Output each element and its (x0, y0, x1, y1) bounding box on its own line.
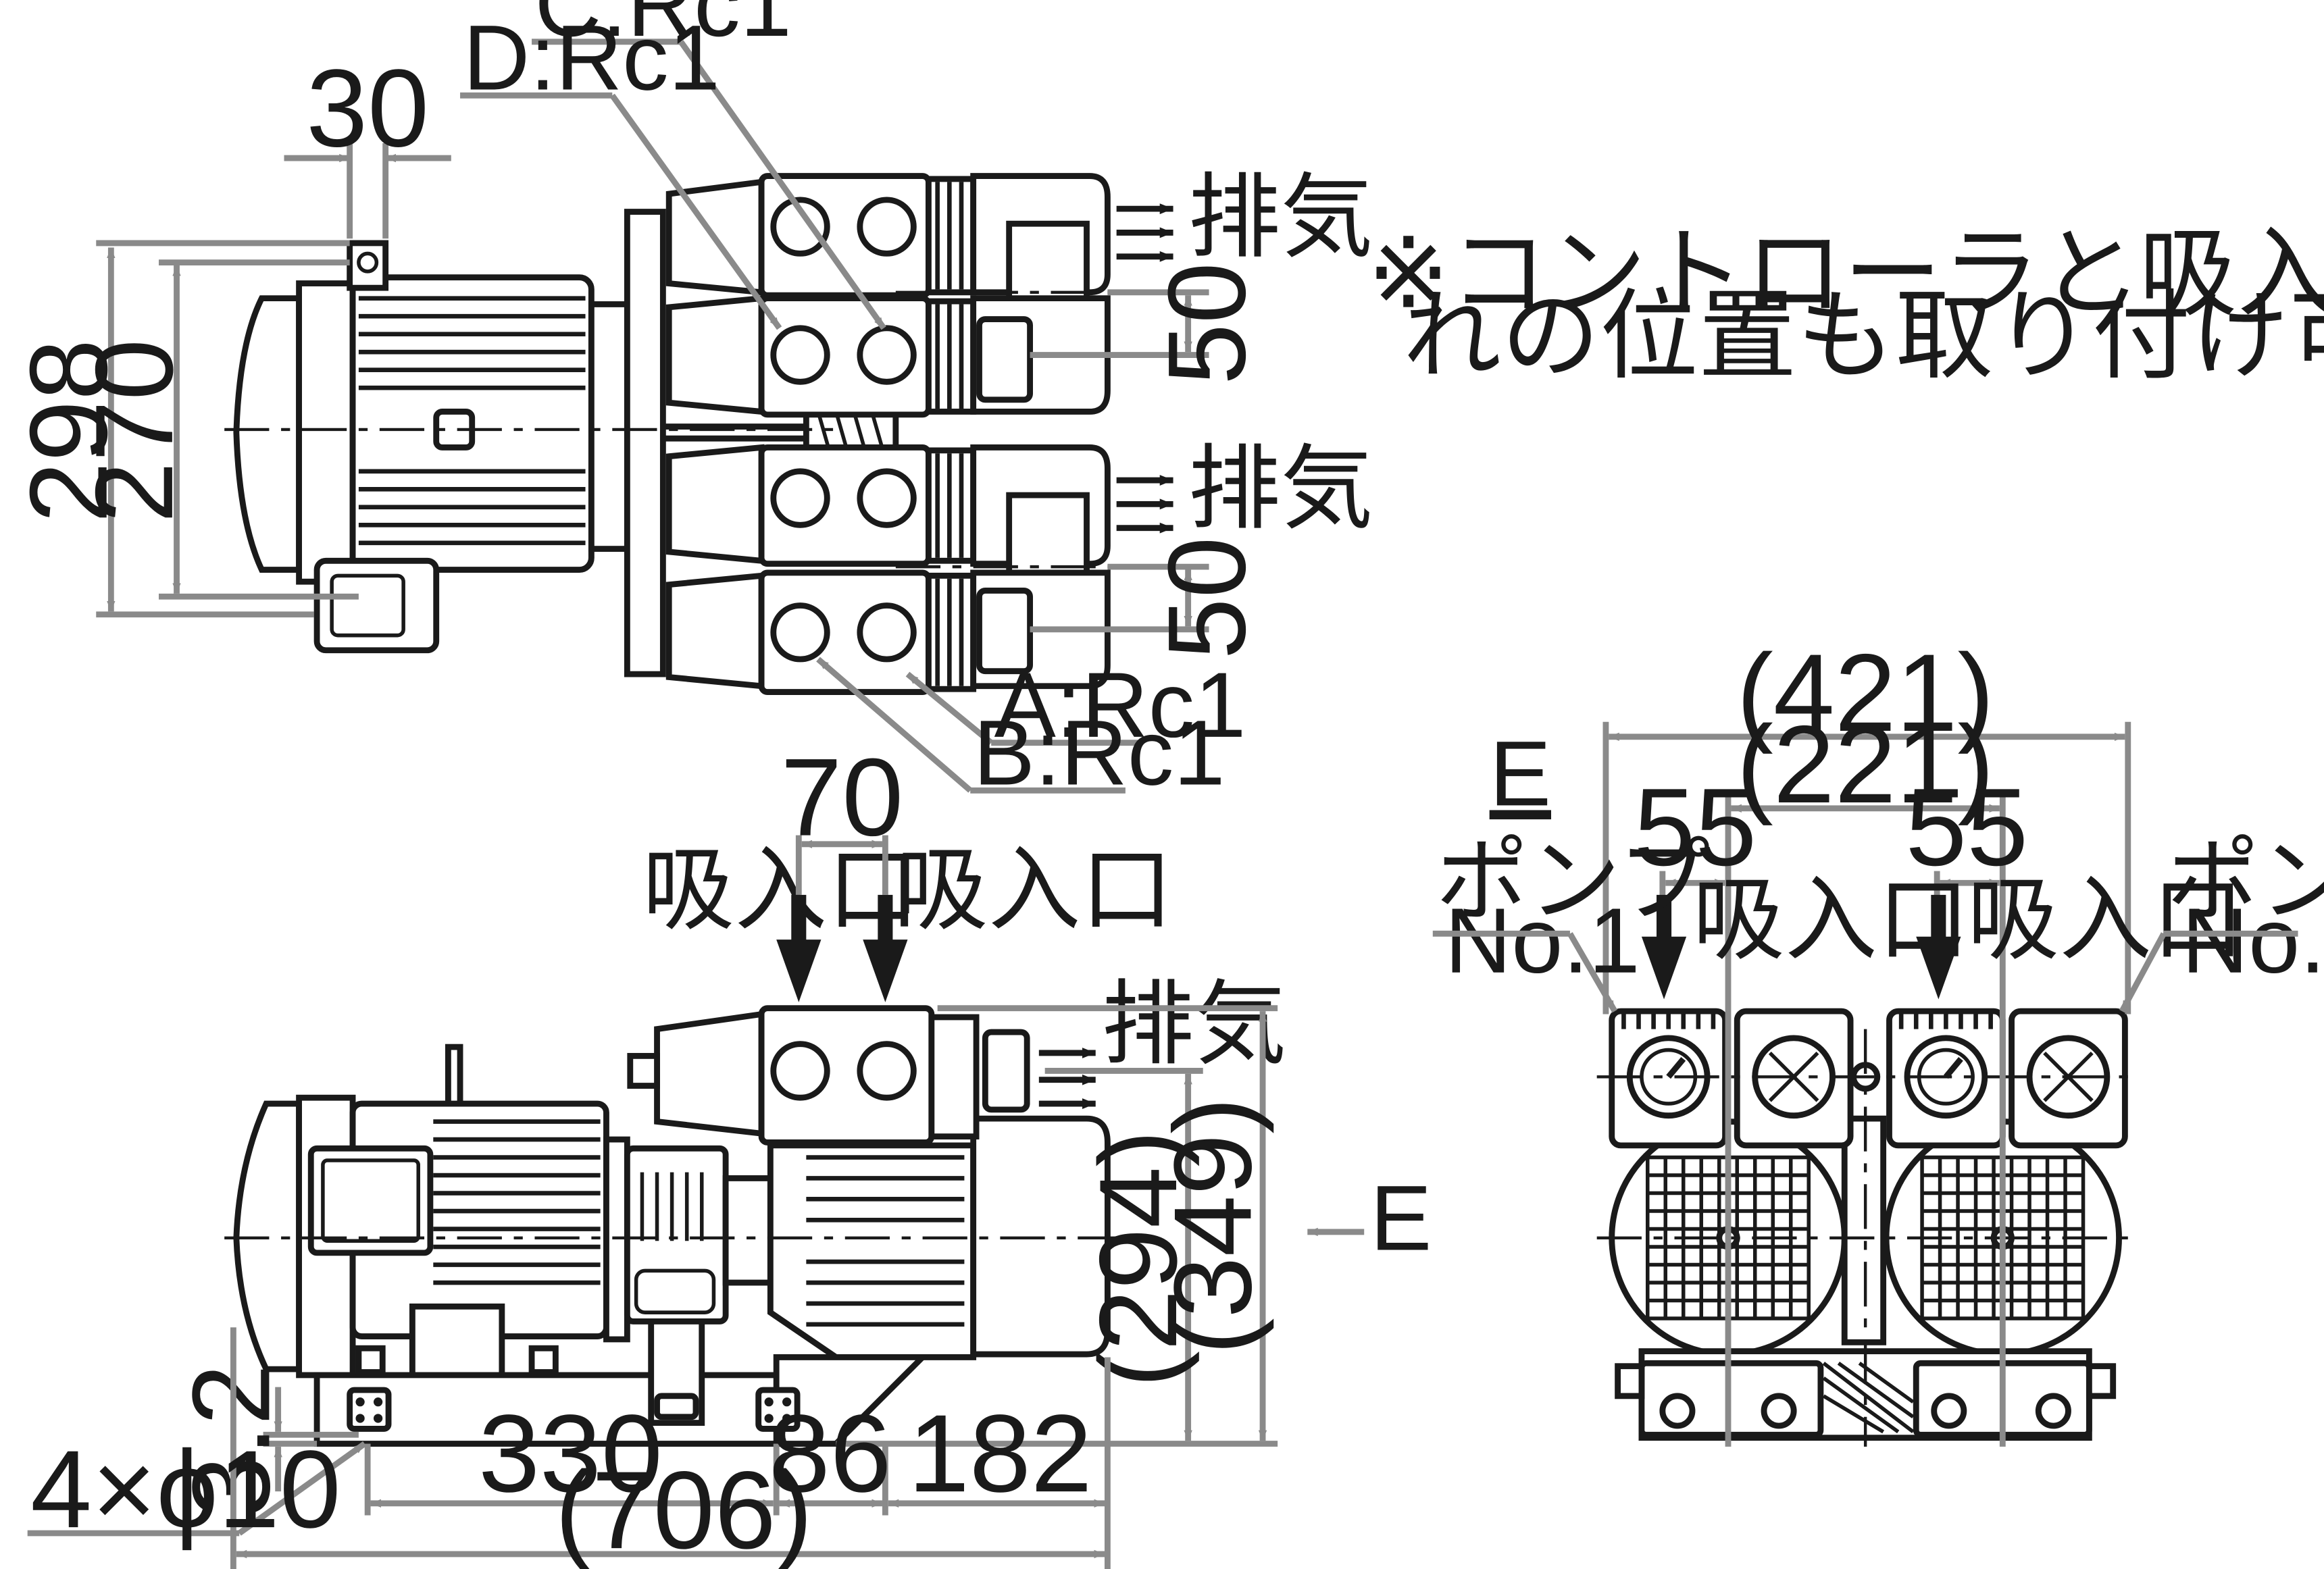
side-inlet-arrows (776, 894, 908, 1002)
dim-bottom-chain (27, 1327, 1111, 1569)
end-view-inlet-arrows (1641, 894, 1961, 1000)
dim-421-label: (421) (1736, 631, 1994, 754)
pump-1-label-line-2: No.1 (1444, 890, 1640, 993)
pump-upper-rear (665, 173, 1111, 305)
motor-end-bell (296, 280, 356, 585)
dim-294-label: (294) (1076, 1130, 1200, 1387)
dim-50-upper (1030, 289, 1209, 358)
pump-2-label-line-1: ポンプ (2167, 827, 2324, 935)
note-line-1: ※コントローラと吸入口は、A、B、C、D何 (1367, 217, 2324, 331)
dim-30-label: 30 (306, 46, 429, 170)
exhaust-label-lower: 排気 (1188, 436, 1373, 543)
motor-cooling-fins (358, 296, 586, 546)
top-view: 排気 排気 30 298 270 50 (7, 0, 1373, 805)
motor-flange (588, 301, 630, 552)
dim-55-left-label: 55 (1634, 765, 1757, 889)
motor-fan-cover (233, 295, 302, 573)
port-b-label: B:Rc1 (974, 702, 1226, 805)
base-frame-side (624, 209, 666, 677)
side-exhaust-arrows (1038, 1048, 1096, 1109)
dim-50-lower (1030, 563, 1209, 633)
dim-3-2 (263, 1387, 359, 1492)
port-c-label: C:Rc1 (534, 0, 791, 56)
pump-upper-front (665, 294, 1111, 418)
port-a-label: A:Rc1 (994, 654, 1246, 757)
dim-70-label: 70 (780, 736, 903, 859)
dim-30 (284, 143, 451, 239)
end-view-inlet-right-label: 吸入口 (1967, 867, 2244, 974)
dim-70 (795, 835, 888, 895)
base-bolts (347, 1345, 801, 1432)
exhaust-arrows-lower (1116, 475, 1173, 534)
end-view-inlet-left-label: 吸入口 (1692, 867, 1970, 974)
dim-182-label: 182 (908, 1391, 1092, 1515)
dim-294-349 (836, 1005, 1278, 1447)
dim-270-label: 270 (72, 339, 196, 523)
side-filter (982, 1029, 1030, 1113)
dim-50-upper-label: 50 (1145, 262, 1269, 385)
pump-head (758, 1005, 935, 1146)
dim-349-label: (349) (1151, 1097, 1274, 1354)
holes-label: 4×ϕ10 (30, 1427, 341, 1551)
dim-330-label: 330 (478, 1391, 663, 1515)
dim-421-221 (1602, 721, 2131, 1447)
pump-label-leaders (1432, 930, 2298, 1013)
exhaust-arrows-upper (1116, 203, 1173, 262)
side-terminal-box (307, 1145, 434, 1256)
dim-86-label: 86 (769, 1391, 892, 1515)
side-motor-fins (433, 1119, 601, 1285)
dim-706-label: (706) (555, 1448, 813, 1569)
pump-lower-rear (665, 444, 1111, 576)
motor-foot (409, 1303, 505, 1379)
end-view-title: E (1490, 722, 1551, 825)
side-lifting-lug (445, 1044, 463, 1107)
side-base-frame (313, 1372, 813, 1447)
pump-2-label-line-2: No.2 (2181, 890, 2324, 993)
pump-head-cylinder (654, 1010, 765, 1137)
lifting-lug (347, 240, 389, 291)
exhaust-label-upper: 排気 (1188, 164, 1373, 272)
pump-1-label-line-1: ポンプ (1436, 827, 1711, 935)
view-arrow-e-label: E (1370, 1166, 1432, 1270)
side-inlet-left-label: 吸入口 (642, 837, 919, 944)
dim-298-label: 298 (7, 339, 130, 523)
end-view-center-post (1841, 1115, 1887, 1345)
dim-55-right-label: 55 (1905, 765, 2028, 889)
terminal-box (313, 557, 440, 654)
side-view: 吸入口 吸入口 70 排気 (294) (349) E (27, 736, 1432, 1569)
dim-50-lower-label: 50 (1145, 537, 1269, 660)
side-inlet-right-label: 吸入口 (896, 837, 1173, 944)
dim-298-270 (96, 240, 359, 618)
note-line-2: れの位置も取り付け可能です。 (1403, 280, 2324, 394)
dim-221-label: (221) (1736, 702, 1994, 826)
port-leaders (460, 38, 1140, 794)
port-d-label: D:Rc1 (463, 6, 719, 109)
end-view: E (1432, 631, 2324, 1447)
side-exhaust-label: 排気 (1102, 971, 1287, 1078)
